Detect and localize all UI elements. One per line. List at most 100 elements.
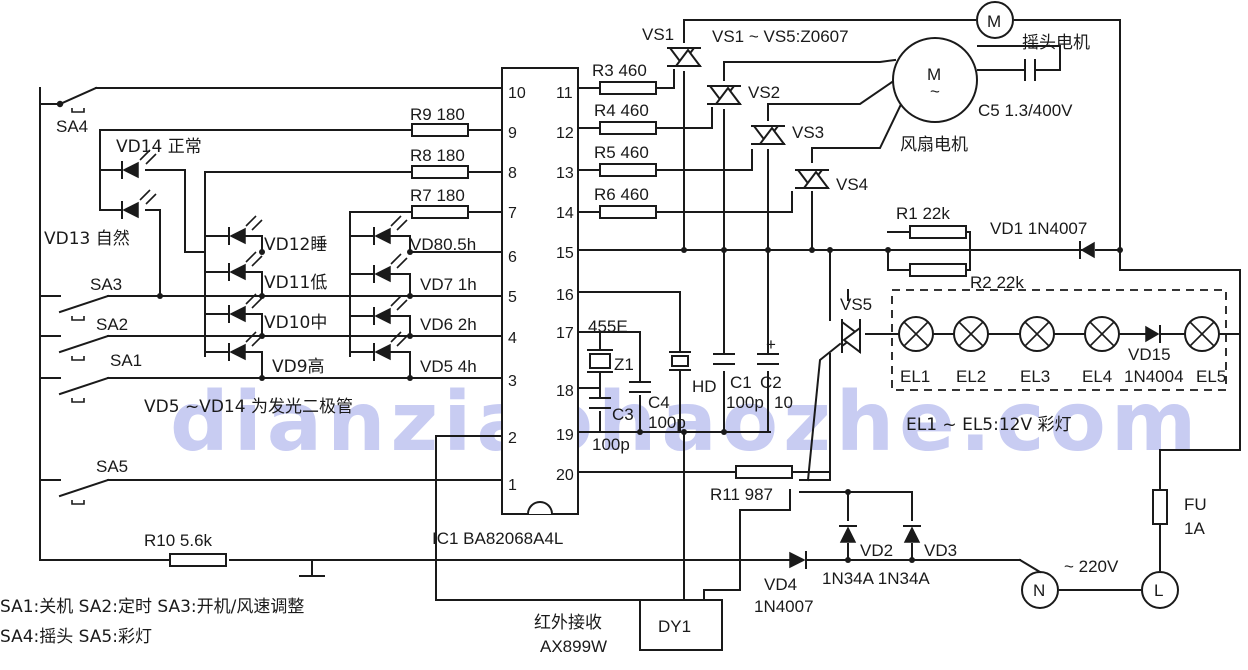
lamp-el1-label: EL1: [900, 367, 930, 386]
resistor-r10-label: R10 5.6k: [144, 531, 213, 550]
capacitor-c1-label: C1: [730, 373, 752, 392]
led-vd6-label: VD6 2h: [420, 315, 477, 334]
switch-sa2-label: SA2: [96, 315, 128, 334]
ir-receiver-dy1: DY1 红外接收 AX899W: [534, 599, 723, 656]
ic-pin-1: 1: [508, 477, 517, 494]
led-vd10-label: VD10中: [264, 313, 327, 333]
diode-vd2: VD2: [839, 525, 893, 560]
switch-sa5: SA5: [58, 457, 128, 505]
triac-vs5: VS5: [840, 295, 872, 354]
triac-vs2: VS2: [707, 83, 780, 105]
resonator-z1: 455E Z1: [587, 317, 634, 374]
terminal-l-label: L: [1154, 581, 1163, 600]
diode-vd15-value: 1N4004: [1124, 367, 1184, 386]
capacitor-hd: HD: [669, 351, 717, 396]
swing-motor-symbol: M: [987, 12, 1001, 31]
lamp-el3-label: EL3: [1020, 367, 1050, 386]
led-vd12-label: VD12睡: [264, 235, 327, 255]
resistor-r6: R6 460: [594, 185, 657, 219]
led-vd14-label: VD14 正常: [116, 137, 202, 157]
led-vd11: [214, 251, 263, 281]
ic1-left-pins: 10 9 8 7 6 5 4 3 2 1: [508, 85, 526, 494]
ic-pin-17: 17: [556, 325, 574, 342]
ic-pin-9: 9: [508, 125, 517, 142]
resistor-r7: R7 180: [410, 186, 469, 219]
ic1-right-pins: 11 12 13 14 15 16 17 18 19 20: [556, 85, 574, 484]
capacitor-c4: C4 100p: [629, 381, 686, 432]
lamp-note: EL1 ~ EL5:12V 彩灯: [906, 415, 1072, 435]
lamp-el3: EL3: [1019, 316, 1055, 386]
switch-sa4: SA4: [39, 86, 98, 136]
diode-vd4-value: 1N4007: [754, 597, 814, 616]
capacitor-c2-value: 10: [774, 393, 793, 412]
ic-pin-13: 13: [556, 165, 574, 182]
led-vd11-label: VD11低: [264, 273, 327, 293]
resistor-r5-label: R5 460: [594, 143, 649, 162]
led-vd8: [361, 215, 408, 245]
resistor-r7-label: R7 180: [410, 186, 465, 205]
switch-sa5-label: SA5: [96, 457, 128, 476]
resistor-r2: R2 22k: [909, 263, 1024, 292]
switch-sa3-label: SA3: [90, 275, 122, 294]
fan-motor-symbol: M: [927, 65, 941, 84]
voltage-label: ~ 220V: [1064, 557, 1119, 576]
ic-pin-15: 15: [556, 245, 574, 262]
resonator-z1-label: Z1: [614, 355, 634, 374]
swing-motor-label: 摇头电机: [1022, 33, 1090, 53]
triac-range-label: VS1 ~ VS5:Z0607: [712, 27, 849, 46]
diode-vd1: VD1 1N4007: [990, 219, 1095, 259]
resistor-r9-label: R9 180: [410, 105, 465, 124]
led-vd6: [361, 295, 408, 325]
led-vd5: [361, 331, 408, 361]
ic-pin-20: 20: [556, 467, 574, 484]
triac-vs3-label: VS3: [792, 123, 824, 142]
resistor-r11: R11 987: [710, 465, 793, 504]
ic1-label: IC1 BA82068A4L: [432, 529, 563, 548]
lamp-el4-label: EL4: [1082, 367, 1112, 386]
triac-vs1: VS1: [642, 25, 702, 67]
capacitor-c5-label: C5 1.3/400V: [978, 101, 1073, 120]
capacitor-c2-plus: +: [766, 335, 776, 354]
diode-vd3: VD3: [903, 525, 957, 560]
led-vd14: [121, 149, 157, 179]
resonator-label: 455E: [588, 317, 628, 336]
fan-motor-tilde: ~: [930, 82, 940, 101]
terminal-n: N: [1021, 571, 1059, 609]
switch-sa1-label: SA1: [110, 351, 142, 370]
ir-receiver-name: DY1: [658, 617, 691, 636]
terminal-l: L: [1141, 571, 1179, 609]
led-group: [121, 149, 408, 361]
led-vd10: [214, 293, 263, 323]
capacitor-c3-value: 100p: [592, 435, 630, 454]
triac-vs3: VS3: [751, 123, 824, 145]
resistor-r8: R8 180: [410, 146, 469, 179]
switch-sa4-label: SA4: [56, 117, 88, 136]
lamp-el2: EL2: [953, 316, 989, 386]
resistor-r8-label: R8 180: [410, 146, 465, 165]
legend-line-2: SA4:摇头 SA5:彩灯: [0, 627, 152, 647]
junction-dots: [157, 247, 1123, 563]
fuse-value: 1A: [1184, 519, 1205, 538]
led-vd13: [121, 189, 157, 219]
led-note: VD5 ~VD14 为发光二极管: [144, 397, 353, 417]
diode-vd4-label: VD4: [764, 575, 797, 594]
resistor-r1-label: R1 22k: [896, 204, 950, 223]
triac-vs1-label: VS1: [642, 25, 674, 44]
led-vd7-label: VD7 1h: [420, 275, 477, 294]
lamp-group-box: [891, 289, 1227, 391]
fan-motor: M ~ 风扇电机: [892, 37, 978, 155]
lamp-el2-label: EL2: [956, 367, 986, 386]
led-vd5-label: VD5 4h: [420, 357, 477, 376]
resistor-r4-label: R4 460: [594, 101, 649, 120]
ir-receiver-label: 红外接收: [534, 613, 602, 633]
ground-symbol: [299, 559, 325, 577]
capacitor-c4-label: C4: [648, 393, 670, 412]
capacitor-c2-label: C2: [760, 373, 782, 392]
lamp-el1: EL1: [898, 316, 934, 386]
capacitor-c2: + C2 10: [757, 335, 793, 412]
fuse-fu: FU 1A: [1152, 489, 1207, 538]
lamp-el5: EL5: [1184, 316, 1226, 386]
fuse-label: FU: [1184, 495, 1207, 514]
resistor-r5: R5 460: [594, 143, 657, 177]
